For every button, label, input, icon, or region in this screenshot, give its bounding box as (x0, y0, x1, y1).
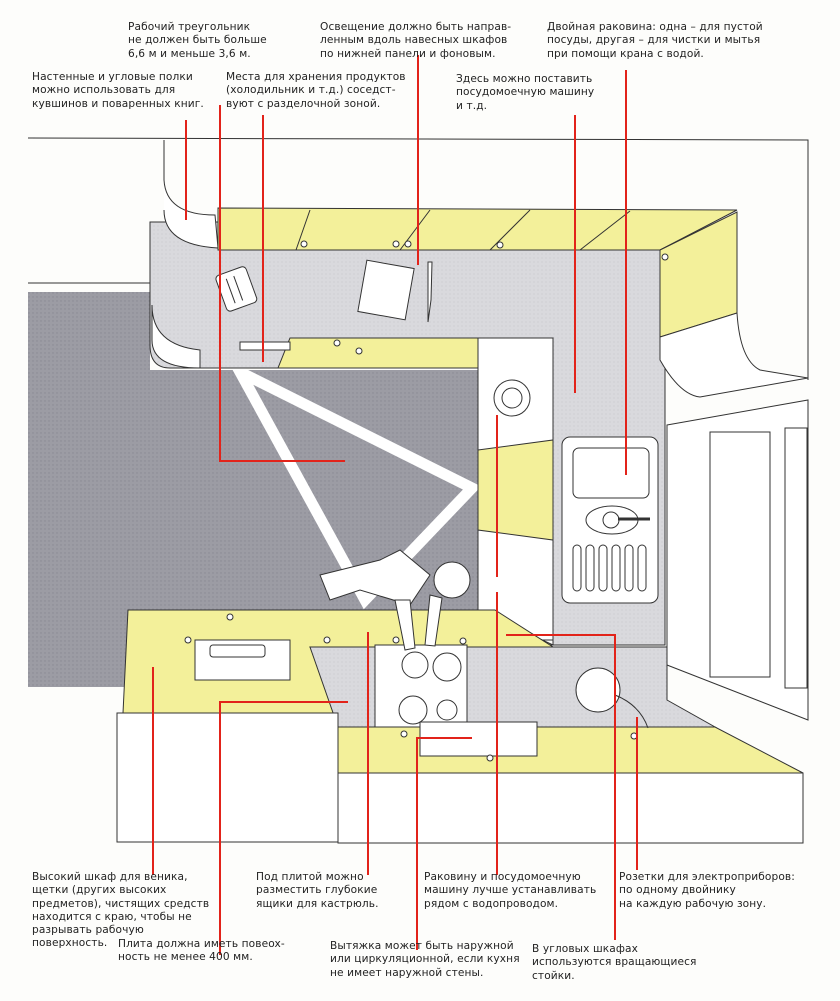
work-triangle (226, 359, 482, 610)
note-line: В угловых шкафах (532, 943, 638, 955)
note-line: на каждую рабочую зону. (619, 897, 767, 910)
note-line: Двойная раковина: одна – для пустой (547, 21, 763, 33)
note-line: Здесь можно поставить (456, 73, 593, 85)
right-base-cabinet (337, 772, 804, 844)
note-sink-near-water: Раковину и посудомоечную машину лучше ус… (424, 871, 596, 911)
toaster-icon (215, 266, 258, 312)
note-line: Под плитой можно (256, 871, 364, 883)
note-line: Вытяжка может быть наружной (330, 940, 514, 952)
cabinet-knobs (184, 240, 669, 762)
person-figure (319, 549, 471, 651)
note-under-stove: Под плитой можно разместить глубокие ящи… (256, 871, 379, 911)
lower-middle-counter (309, 646, 717, 728)
note-line: щетки (других высоких (32, 884, 167, 897)
leader-hood (416, 737, 472, 950)
note-storage: Места для хранения продуктов (холодильни… (226, 71, 406, 111)
note-line: Настенные и угловые полки (32, 71, 193, 83)
callout-leaders (152, 55, 638, 955)
note-line: или циркуляционной, если кухня (330, 953, 520, 966)
note-line: не имеет наружной стены. (330, 966, 484, 979)
note-double-sink: Двойная раковина: одна – для пустой посу… (547, 21, 763, 61)
note-line: Места для хранения продуктов (226, 71, 406, 83)
note-line: 6,6 м и меньше 3,6 м. (128, 47, 251, 60)
note-line: поверхность. (32, 937, 108, 950)
note-line: посудомоечную машину (456, 86, 595, 99)
note-outlets: Розетки для электроприборов: по одному д… (619, 871, 795, 911)
leader-corner-cabinets (506, 634, 616, 940)
note-line: посуды, другая – для чистки и мытья (547, 34, 761, 47)
drawer-handle (239, 341, 291, 351)
note-line: при помощи крана с водой. (547, 47, 704, 60)
note-line: Освещение должно быть направ- (320, 21, 512, 33)
note-line: машину лучше устанавливать (424, 884, 597, 897)
note-tall-cabinet: Высокий шкаф для веника, щетки (других в… (32, 871, 209, 951)
note-work-triangle: Рабочий треугольник не должен быть больш… (128, 21, 267, 61)
note-line: находится с краю, чтобы не (32, 910, 192, 923)
note-line: ность не менее 400 мм. (118, 951, 253, 964)
note-line: Высокий шкаф для веника, (32, 871, 188, 883)
corner-shelves-right (659, 312, 809, 398)
note-line: (холодильник и т.д.) соседст- (226, 84, 396, 97)
note-line: кувшинов и поваренных книг. (32, 97, 204, 110)
cutting-board-icon (357, 259, 415, 321)
appliance-dial (493, 379, 531, 417)
note-line: по одному двойнику (619, 884, 736, 897)
lower-right-counter (337, 726, 804, 774)
built-in-hob (194, 639, 291, 681)
note-line: Плита должна иметь повеox- (118, 938, 285, 950)
note-line: вуют с разделочной зоной. (226, 97, 381, 110)
leader-stove-surface (219, 701, 348, 955)
note-line: Раковину и посудомоечную (424, 871, 581, 883)
back-wall-line (27, 137, 809, 380)
note-line: разрывать рабочую (32, 924, 144, 937)
note-line: используются вращающиеся (532, 956, 697, 969)
note-dishwasher: Здесь можно поставить посудомоечную маши… (456, 73, 594, 113)
note-lighting: Освещение должно быть направ- ленным вдо… (320, 21, 511, 61)
stove (374, 644, 468, 728)
appliance-yellow-panel (477, 439, 554, 541)
note-line: ящики для кастрюль. (256, 897, 379, 910)
note-stove-surface: Плита должна иметь повеox- ность не мене… (118, 938, 285, 965)
note-hood: Вытяжка может быть наружной или циркуляц… (330, 940, 520, 980)
note-line: разместить глубокие (256, 884, 378, 897)
note-line: ленным вдоль навесных шкафов (320, 34, 508, 47)
note-line: предметов), чистящих средств (32, 897, 210, 910)
note-line: стойки. (532, 969, 575, 982)
window (666, 399, 809, 721)
left-base-cabinet (116, 712, 339, 843)
note-line: не должен быть больше (128, 34, 267, 47)
knife-icon (427, 261, 433, 323)
wall-cabinets-top (217, 207, 738, 251)
note-line: Рабочий треугольник (128, 21, 251, 33)
note-corner-cabinets: В угловых шкафах используются вращающиес… (532, 943, 697, 983)
note-line: и т.д. (456, 99, 488, 112)
note-line: можно использовать для (32, 84, 176, 97)
note-shelves: Настенные и угловые полки можно использо… (32, 71, 204, 111)
leader-work-triangle (219, 105, 345, 462)
note-line: по нижней панели и фоновым. (320, 47, 496, 60)
corner-shelves (163, 140, 219, 249)
drainboard (572, 544, 647, 592)
corner-shelves-lower (151, 304, 201, 369)
note-line: Розетки для электроприборов: (619, 871, 795, 883)
note-line: рядом с водопроводом. (424, 897, 559, 910)
kettle-icon (575, 667, 621, 713)
